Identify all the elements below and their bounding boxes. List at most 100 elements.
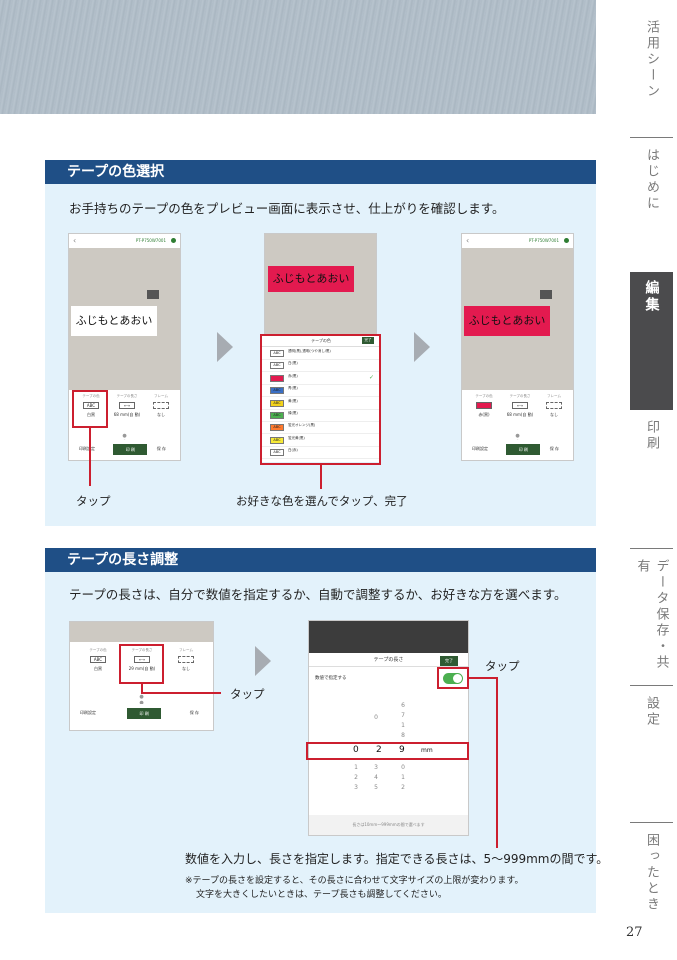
section-description: お手持ちのテープの色をプレビュー画面に表示させ、仕上がりを確認します。 [69, 201, 505, 216]
label-text[interactable]: ふじもとあおい [71, 306, 157, 336]
check-icon: ✓ [368, 373, 374, 381]
section-title: テープの色選択 [45, 160, 596, 184]
option-value: 29 mm(自 動) [128, 666, 156, 671]
option-value: 白黒 [87, 412, 95, 417]
side-nav: 活用シーン はじめに 編集 印刷 データ保存・共有 設定 困ったとき [596, 0, 677, 960]
digit-tens: 2 [376, 745, 382, 755]
edit-icon[interactable] [540, 290, 552, 299]
length-footnote-2: 文字を大きくしたいときは、テープ長さも調整してください。 [196, 890, 447, 900]
highlight-box [437, 667, 469, 689]
print-settings-button[interactable]: 印刷設定 [80, 710, 96, 715]
back-icon[interactable]: ‹ [73, 236, 77, 245]
arrow-right-icon [217, 332, 233, 362]
nav-item-komatta[interactable]: 困ったとき [630, 822, 673, 917]
bottom-bar: 印刷設定 印 刷 保 存 [462, 440, 573, 460]
label-preview: ふじもとあおい [462, 248, 573, 390]
label-text[interactable]: ふじもとあおい [268, 266, 354, 292]
save-button[interactable]: 保 存 [549, 446, 559, 451]
save-button[interactable]: 保 存 [189, 710, 199, 715]
print-button[interactable]: 印 刷 [506, 444, 541, 455]
nav-label-active: 編集 [643, 280, 660, 314]
option-value: 白黒 [94, 666, 102, 671]
print-settings-button[interactable]: 印刷設定 [472, 446, 488, 451]
option-tape-color[interactable]: テープの色 ABC 白黒 [73, 394, 109, 418]
option-tape-color[interactable]: テープの色 ABC 白黒 [80, 648, 116, 672]
edit-icon[interactable] [147, 290, 159, 299]
option-tape-length[interactable]: テープの長さ ⟷ 68 mm(自 動) [109, 394, 145, 418]
color-swatch: ABC [270, 412, 284, 419]
spec-toggle[interactable] [443, 673, 463, 684]
phone-screen-options: テープの色 ABC 白黒 テープの長さ ⟷ 29 mm(自 動) フレーム なし… [69, 621, 214, 731]
color-name: 黄(黒) [288, 398, 298, 403]
option-caption: テープの長さ [131, 648, 153, 652]
unit-label: mm [421, 747, 433, 754]
nav-item-henshu[interactable]: 編集 [630, 272, 673, 410]
color-name: 緑(黒) [288, 411, 298, 415]
option-tape-color[interactable]: テープの色 赤(黒) [466, 394, 502, 418]
option-frame[interactable]: フレーム なし [143, 394, 179, 418]
callout-line [496, 677, 498, 848]
page-dots: ● ● [139, 694, 144, 706]
option-caption: テープの色 [82, 394, 100, 398]
status-bar [462, 234, 573, 248]
selected-value-row[interactable]: 0 2 9 mm [309, 743, 468, 759]
option-tape-length[interactable]: テープの長さ ⟷ 29 mm(自 動) [124, 648, 160, 672]
option-box [178, 656, 194, 663]
option-frame[interactable]: フレーム なし [536, 394, 572, 418]
nav-item-data-hozon[interactable]: データ保存・共有 [630, 548, 673, 678]
bottom-bar: 印刷設定 印 刷 保 存 [69, 440, 180, 460]
label-text[interactable]: ふじもとあおい [464, 306, 550, 336]
callout-line [141, 692, 221, 694]
option-caption: テープの長さ [509, 394, 531, 398]
nav-label: データ保存・共有 [634, 559, 669, 671]
option-box: ⟷ [119, 402, 135, 409]
color-name: 青(黒) [288, 386, 298, 391]
color-list-item[interactable]: ABC 蛍光黄(黒) [262, 434, 380, 447]
color-swatch: ABC [270, 449, 284, 457]
wheel-column-1[interactable]: 0 [374, 714, 378, 721]
option-box: ⟷ [134, 656, 150, 663]
print-button[interactable]: 印 刷 [127, 708, 162, 719]
color-list-item[interactable]: 赤(黒)✓ [262, 372, 380, 385]
option-caption: テープの色 [475, 394, 493, 398]
done-button[interactable]: 完了 [440, 656, 458, 666]
nav-item-settei[interactable]: 設定 [630, 685, 673, 815]
nav-label: はじめに [644, 148, 659, 212]
highlight-box [260, 334, 381, 465]
length-title: テープの長さ [309, 653, 468, 667]
color-name: 蛍光オレンジ(黒) [288, 423, 316, 428]
phone-screen-before: ‹ PT-P750W7001 ふじもとあおい テープの色 ABC 白黒 テープの… [68, 233, 181, 461]
back-icon[interactable]: ‹ [466, 236, 470, 245]
nav-item-hajimeni[interactable]: はじめに [630, 137, 673, 267]
option-caption: テープの長さ [116, 394, 138, 398]
nav-item-katsuyo[interactable]: 活用シーン [630, 0, 673, 130]
callout-line [141, 684, 143, 694]
nav-item-insatsu[interactable]: 印刷 [630, 410, 673, 540]
option-value: 68 mm(自 動) [506, 412, 534, 417]
print-settings-button[interactable]: 印刷設定 [79, 446, 95, 451]
color-name: 蛍光黄(黒) [288, 435, 305, 440]
option-box [546, 402, 562, 409]
option-value: なし [157, 412, 165, 417]
callout-tap: タップ [230, 687, 265, 701]
label-preview: ふじもとあおい [69, 248, 180, 390]
option-tape-length[interactable]: テープの長さ ⟷ 68 mm(自 動) [502, 394, 538, 418]
option-value: なし [550, 412, 558, 417]
color-list-item[interactable]: ABC 緑(黒) [262, 409, 380, 422]
color-swatch: ABC [270, 436, 284, 444]
callout-line [469, 677, 497, 679]
done-button[interactable]: 完了 [362, 337, 374, 344]
print-button[interactable]: 印 刷 [113, 444, 148, 455]
save-button[interactable]: 保 存 [156, 446, 166, 451]
option-frame[interactable]: フレーム なし [168, 648, 204, 672]
